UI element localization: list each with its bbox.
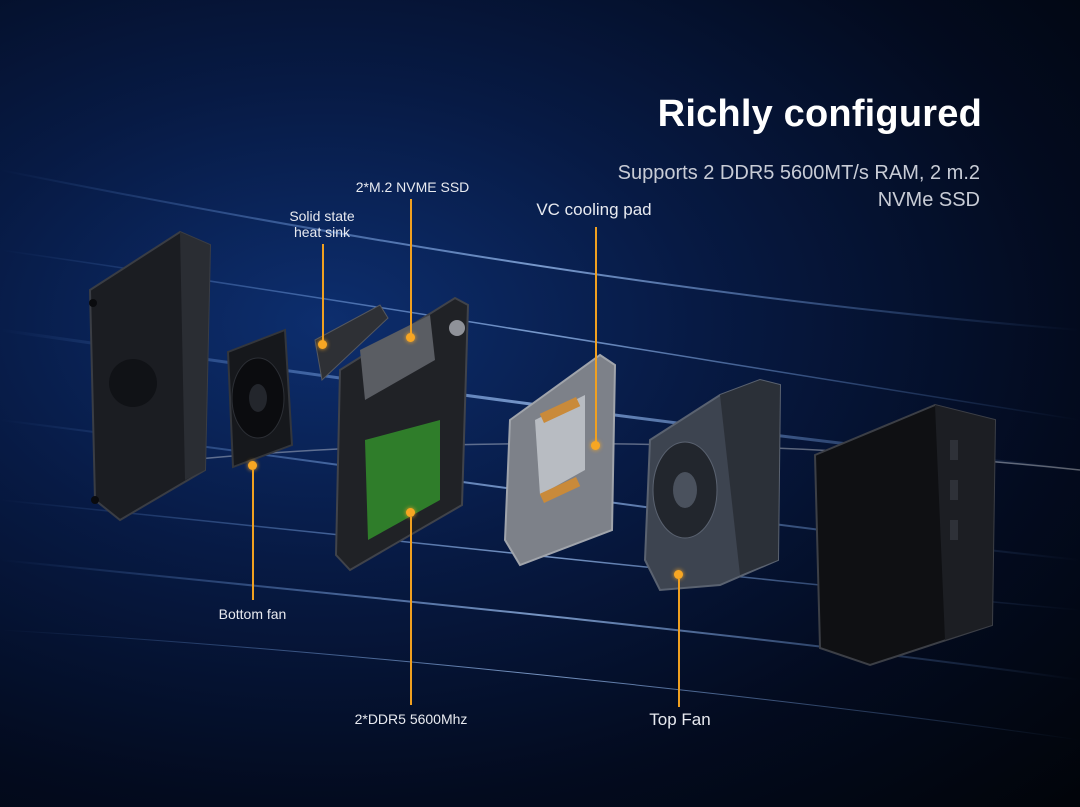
- page-subtitle: Supports 2 DDR5 5600MT/s RAM, 2 m.2 NVMe…: [617, 162, 980, 211]
- bottom-fan-illustration: [226, 328, 294, 469]
- callout-ddr5-label: 2*DDR5 5600Mhz: [354, 711, 468, 727]
- vc-cooling-pad-illustration: [503, 353, 617, 567]
- callout-ssd-label: 2*M.2 NVME SSD: [355, 179, 470, 195]
- callout-vc-pad-dot: [591, 441, 600, 450]
- callout-vc-pad-label: VC cooling pad: [536, 200, 652, 219]
- callout-ssd-leader: [410, 199, 412, 337]
- callout-heat-sink-label: Solid state heat sink: [289, 208, 355, 240]
- callout-top-fan-dot: [674, 570, 683, 579]
- top-fan-illustration: [643, 378, 782, 592]
- callout-bottom-fan-dot: [248, 461, 257, 470]
- page-title: Richly configured: [657, 93, 982, 135]
- callout-top-fan-label: Top Fan: [649, 710, 711, 729]
- callout-bottom-fan-label: Bottom fan: [218, 606, 287, 622]
- callout-bottom-fan-leader: [252, 470, 254, 600]
- callout-top-fan-leader: [678, 579, 680, 707]
- callout-vc-pad-leader: [595, 227, 597, 445]
- motherboard-illustration: [334, 296, 470, 572]
- callout-ddr5-dot: [406, 508, 415, 517]
- callout-ddr5-leader: [410, 517, 412, 705]
- chassis-illustration: [813, 403, 997, 667]
- bottom-cover-plate: [88, 230, 212, 522]
- callout-heat-sink-dot: [318, 340, 327, 349]
- callout-ssd-dot: [406, 333, 415, 342]
- heat-sink-illustration: [314, 304, 389, 381]
- callout-heat-sink-leader: [322, 244, 324, 343]
